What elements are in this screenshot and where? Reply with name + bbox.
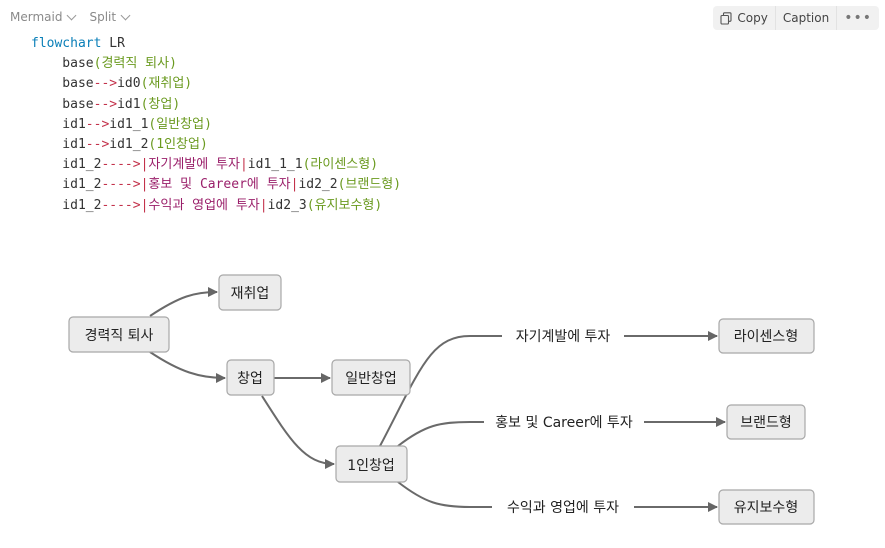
copy-label: Copy: [737, 11, 768, 25]
code-token: id1: [117, 96, 141, 112]
node-label: 경력직 퇴사: [85, 328, 154, 344]
copy-button[interactable]: Copy: [713, 6, 776, 30]
code-token: (창업): [140, 96, 181, 112]
copy-icon: [720, 11, 732, 25]
edge-label-revenue-sales: 수익과 영업에 투자: [492, 497, 634, 517]
edge-label-text: 수익과 영업에 투자: [507, 500, 619, 516]
code-line: id1-->id1_2(1인창업): [31, 135, 401, 155]
language-dropdown[interactable]: Mermaid: [10, 10, 77, 24]
code-line: flowchart LR: [31, 34, 401, 54]
code-line: base-->id0(재취업): [31, 74, 401, 94]
toolbar-left: Mermaid Split: [10, 10, 131, 24]
code-token: (재취업): [140, 76, 193, 92]
code-token: ---->|: [101, 177, 149, 193]
more-options-button[interactable]: •••: [837, 6, 879, 30]
code-token: -->: [85, 137, 110, 153]
edge-label-self-development: 자기계발에 투자: [502, 326, 624, 346]
node-id2_2[interactable]: 브랜드형: [726, 404, 806, 440]
edge-label-text: 홍보 및 Career에 투자: [495, 415, 633, 431]
code-token: -->: [93, 96, 118, 112]
node-label: 1인창업: [347, 458, 395, 474]
code-line: id1_2---->|수익과 영업에 투자|id2_3(유지보수형): [31, 196, 401, 216]
node-id1[interactable]: 창업: [226, 359, 275, 396]
code-token: |: [259, 197, 268, 213]
code-token: 홍보 및 Career에 투자: [148, 177, 291, 193]
code-token: 수익과 영업에 투자: [148, 197, 260, 213]
code-line: base(경력직 퇴사): [31, 54, 401, 74]
code-token: id1_2: [109, 137, 149, 153]
code-token: -->: [85, 116, 110, 132]
node-label: 브랜드형: [740, 415, 792, 431]
code-token: flowchart: [31, 36, 110, 51]
edge-label-marketing-career: 홍보 및 Career에 투자: [484, 412, 644, 432]
code-line: id1-->id1_1(일반창업): [31, 115, 401, 135]
code-token: (1인창업): [148, 137, 208, 153]
code-line: base-->id1(창업): [31, 95, 401, 115]
code-token: id2_3: [267, 197, 307, 213]
code-token: ---->|: [101, 157, 149, 173]
edge-base-id0: [149, 287, 218, 317]
code-token: id1_2: [31, 177, 102, 193]
edge-id1_2-id2_3: [397, 481, 718, 512]
code-token: |: [290, 177, 299, 193]
toolbar-actions: Copy Caption •••: [713, 6, 879, 30]
node-base[interactable]: 경력직 퇴사: [68, 316, 170, 353]
mermaid-code-block[interactable]: flowchart LR base(경력직 퇴사) base-->id0(재취업…: [31, 34, 401, 216]
edge-id1-id1_2: [261, 395, 335, 469]
code-token: id1_2: [31, 197, 102, 213]
code-token: (브랜드형): [337, 177, 402, 193]
code-token: ---->|: [101, 197, 149, 213]
code-token: (유지보수형): [306, 197, 383, 213]
more-dots-icon: •••: [844, 10, 872, 26]
node-id1_1[interactable]: 일반창업: [331, 359, 411, 396]
node-label: 일반창업: [345, 371, 397, 387]
edge-id1_2-id1_1_1: [379, 331, 718, 447]
editor-toolbar: Mermaid Split Copy Caption •••: [0, 0, 885, 36]
code-token: (일반창업): [148, 116, 212, 132]
node-id2_3[interactable]: 유지보수형: [718, 489, 815, 525]
code-token: base: [31, 96, 94, 112]
node-id1_2[interactable]: 1인창업: [335, 445, 408, 483]
code-token: id0: [117, 76, 141, 92]
edge-id1_2-id2_2: [397, 417, 726, 447]
code-line: id1_2---->|자기계발에 투자|id1_1_1(라이센스형): [31, 155, 401, 175]
code-token: id1: [31, 116, 86, 132]
view-dropdown-label: Split: [89, 10, 117, 24]
caption-label: Caption: [782, 11, 830, 25]
code-token: |: [239, 157, 248, 173]
edge-base-id1: [149, 351, 226, 383]
code-token: id1_2: [31, 157, 102, 173]
code-token: (경력직 퇴사): [93, 56, 177, 72]
node-label: 재취업: [231, 286, 270, 302]
code-token: (라이센스형): [302, 157, 379, 173]
edge-label-text: 자기계발에 투자: [516, 329, 611, 345]
node-label: 유지보수형: [734, 500, 798, 516]
code-token: -->: [93, 76, 118, 92]
view-dropdown[interactable]: Split: [89, 10, 131, 24]
code-token: LR: [109, 36, 125, 51]
node-id1_1_1[interactable]: 라이센스형: [718, 318, 815, 354]
code-line: id1_2---->|홍보 및 Career에 투자|id2_2(브랜드형): [31, 175, 401, 195]
node-label: 라이센스형: [734, 329, 798, 345]
language-dropdown-label: Mermaid: [10, 10, 63, 24]
code-token: id1_1_1: [247, 157, 303, 173]
code-token: 자기계발에 투자: [148, 157, 240, 173]
node-label: 창업: [237, 371, 263, 387]
code-token: base: [31, 76, 94, 92]
code-token: id2_2: [298, 177, 338, 193]
code-token: id1: [31, 137, 86, 153]
caption-button[interactable]: Caption: [776, 6, 838, 30]
node-id0[interactable]: 재취업: [218, 274, 282, 311]
code-token: base: [31, 56, 94, 72]
code-token: id1_1: [109, 116, 149, 132]
